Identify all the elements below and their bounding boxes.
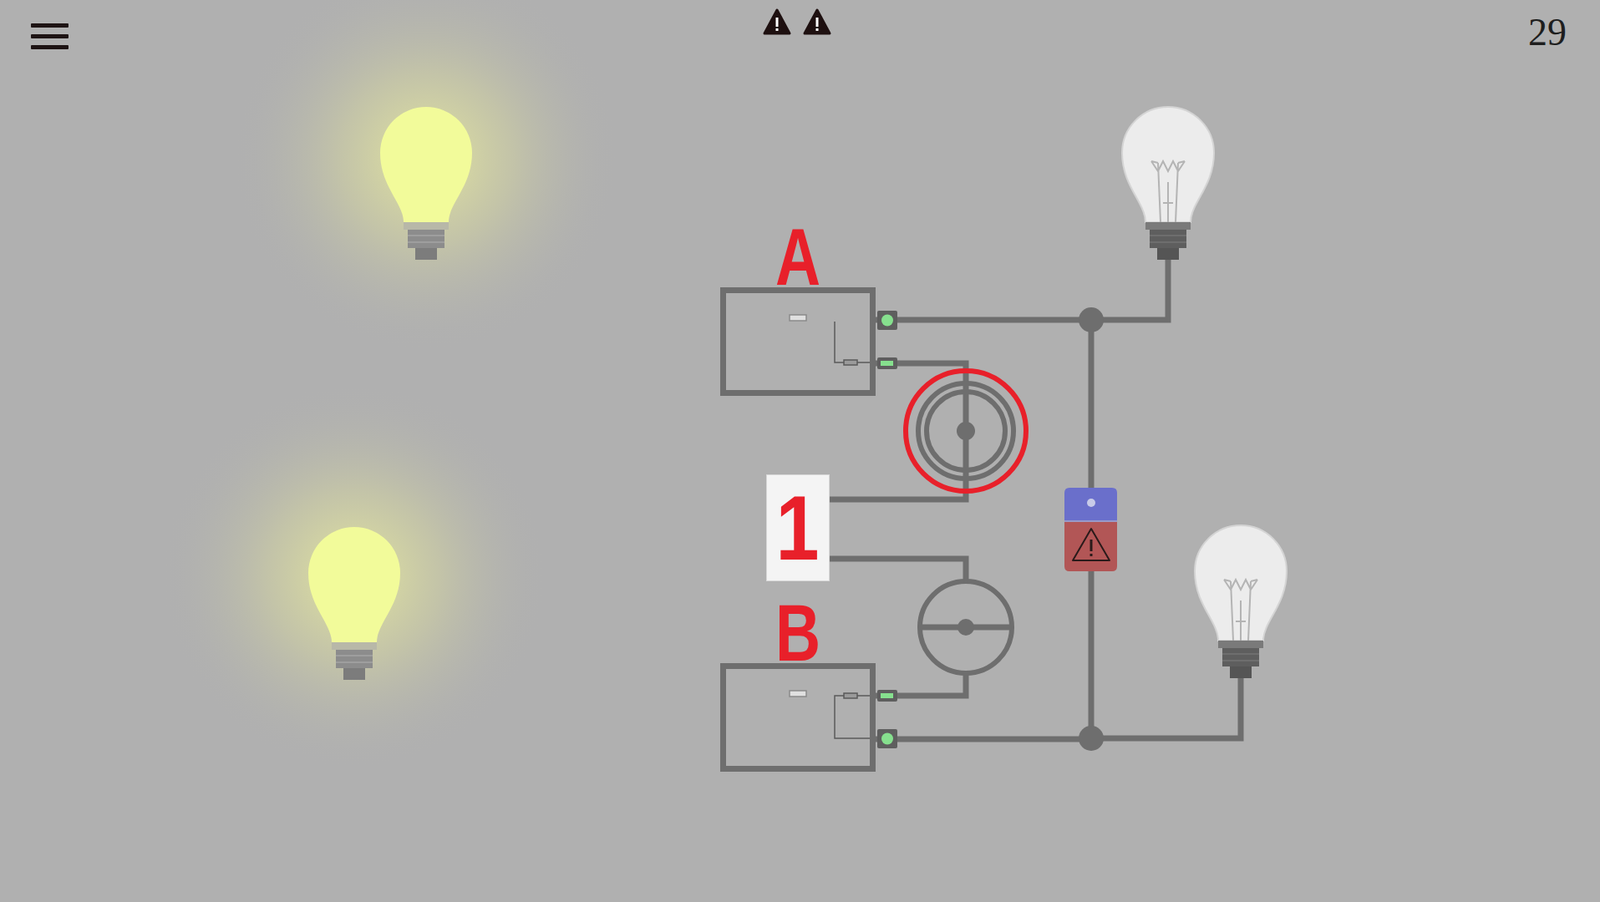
box-circuit	[789, 314, 807, 321]
box-circuit	[843, 360, 858, 366]
warning-icon	[764, 10, 830, 34]
rotary-switch	[957, 619, 975, 636]
warning-icon	[816, 17, 819, 27]
bulb-wire	[1091, 678, 1241, 739]
switch-box: A	[720, 287, 876, 397]
junction-dot	[1078, 307, 1104, 333]
junction-dot	[1078, 726, 1104, 752]
unlit-bulb	[1122, 106, 1287, 679]
fuse	[1072, 528, 1110, 561]
fuse	[1090, 553, 1093, 557]
bulb-glow	[162, 384, 547, 769]
lit-bulb	[308, 527, 401, 681]
box-letter: B	[775, 601, 821, 666]
warning-icon	[804, 10, 830, 34]
fuse	[1064, 487, 1118, 572]
fuse	[1064, 487, 1118, 521]
unlit-bulb	[1122, 106, 1214, 260]
fuse	[1064, 520, 1118, 523]
box-circuit	[834, 321, 844, 363]
warning-icon	[816, 28, 819, 31]
rotary-switch	[918, 383, 1014, 479]
switch-box: B	[720, 663, 876, 773]
port	[880, 693, 894, 699]
port	[881, 314, 894, 327]
number-tile: 1	[766, 474, 830, 582]
port	[877, 690, 898, 702]
bulb-glow	[162, 0, 619, 769]
unlit-bulb	[1194, 525, 1287, 679]
port	[877, 310, 898, 749]
box-circuit	[834, 695, 876, 739]
lit-bulb	[380, 106, 473, 260]
port	[877, 310, 898, 331]
level-number: 29	[1528, 10, 1567, 55]
box-circuit	[843, 693, 858, 699]
warning-icon	[776, 28, 779, 31]
warning-icon	[764, 10, 790, 34]
port	[880, 360, 894, 366]
port	[881, 733, 894, 746]
rotary-switch	[919, 581, 1012, 674]
bulb-glow	[233, 0, 619, 351]
fuse	[1064, 522, 1118, 572]
menu-icon	[30, 34, 69, 39]
bulb-wire	[1091, 259, 1169, 320]
menu-icon	[30, 23, 69, 50]
menu-icon	[30, 45, 69, 50]
wire	[875, 320, 1092, 740]
port	[877, 729, 898, 749]
lit-bulb	[308, 106, 473, 681]
rotary-switch	[905, 370, 1027, 492]
tile-number: 1	[776, 482, 820, 574]
box-circuit	[789, 690, 807, 697]
warning-icon	[776, 17, 779, 27]
rotary-switch	[905, 370, 1027, 492]
box-letter: A	[775, 225, 821, 290]
menu-icon	[30, 23, 69, 28]
rotary-switch	[919, 581, 1012, 674]
rotary-switch	[956, 421, 976, 441]
fuse	[1086, 498, 1096, 508]
fuse	[1090, 539, 1093, 552]
port	[877, 357, 898, 370]
